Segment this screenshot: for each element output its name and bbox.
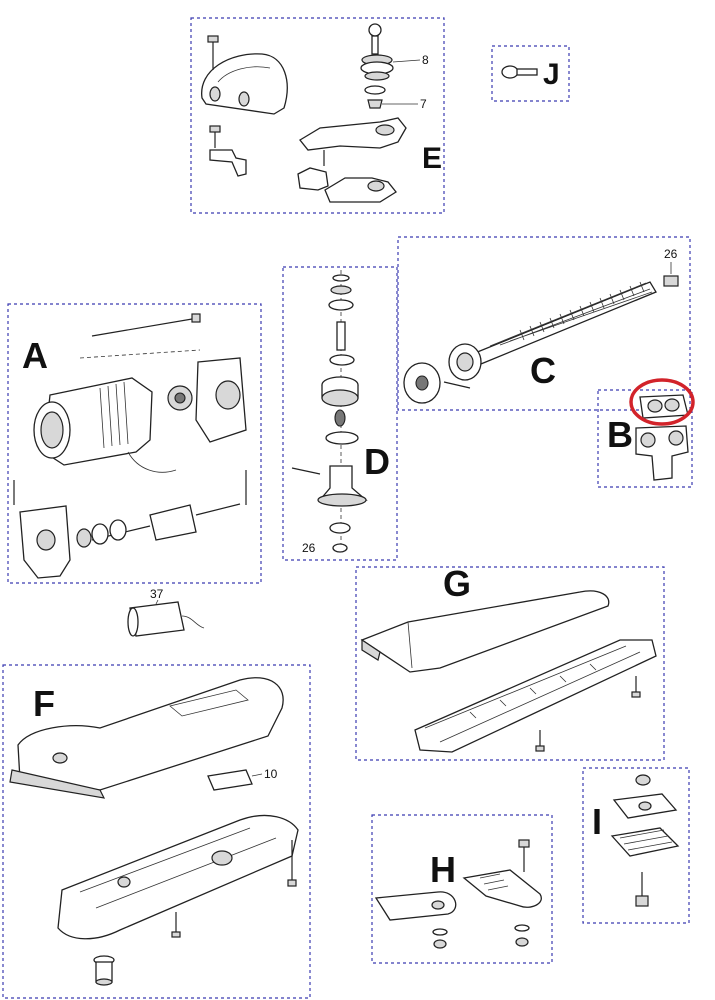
section-g-group: G	[355, 563, 665, 761]
lower-lever	[324, 177, 397, 203]
section-g-border	[355, 566, 665, 761]
part-number-8: 8	[422, 53, 429, 67]
section-label-c: C	[530, 350, 556, 391]
section-a-group: A	[7, 303, 262, 584]
wall-plate	[462, 869, 542, 908]
section-label-h: H	[430, 849, 456, 890]
section-j-group: J	[491, 45, 570, 102]
section-i-group: I	[582, 767, 690, 924]
spare-key-icon	[501, 65, 519, 79]
section-h-border	[371, 814, 553, 964]
motor-rotor	[149, 504, 197, 541]
arm-cover	[360, 590, 610, 673]
section-c-border	[397, 236, 691, 411]
section-b-group: B	[597, 378, 695, 488]
bearing-d-top	[328, 299, 354, 311]
section-e-border	[190, 17, 445, 214]
base-housing	[57, 814, 299, 940]
arm-base-rail	[414, 639, 657, 753]
highlighted-nut-block	[639, 394, 689, 419]
part-number-7: 7	[420, 97, 427, 111]
tie-rod	[91, 317, 199, 337]
capacitor-group: 37	[127, 587, 205, 637]
section-j-border	[491, 45, 570, 102]
section-d-group: 26 D	[282, 266, 398, 561]
part-number-10: 10	[264, 767, 278, 781]
section-label-e: E	[422, 142, 442, 175]
bushing-d	[325, 431, 359, 445]
section-c-group: 26 C	[397, 236, 691, 411]
section-d-border	[282, 266, 398, 561]
bracket-10	[207, 769, 253, 791]
end-nut	[663, 275, 679, 287]
key-icon	[368, 23, 382, 37]
section-f-border	[2, 664, 311, 999]
section-label-d: D	[364, 441, 390, 482]
flat-link	[374, 891, 457, 921]
section-h-group: H	[371, 814, 553, 964]
section-i-border	[582, 767, 690, 924]
section-label-g: G	[443, 563, 471, 604]
section-label-f: F	[33, 683, 55, 724]
section-label-j: J	[543, 58, 560, 91]
highlight-circle	[629, 378, 695, 426]
top-shell	[17, 677, 284, 791]
part-number-26-d: 26	[302, 541, 316, 555]
cover-cap	[201, 53, 288, 115]
small-bracket	[209, 149, 247, 177]
section-label-a: A	[22, 335, 48, 376]
section-label-i: I	[592, 801, 602, 842]
worm-screw-shaft	[469, 281, 657, 367]
section-a-border	[7, 303, 262, 584]
part-number-37: 37	[150, 587, 164, 601]
section-label-b: B	[607, 414, 633, 455]
part-number-26-c: 26	[664, 247, 678, 261]
section-f-group: F 10	[2, 664, 311, 999]
section-e-group: 8 7 E	[190, 17, 445, 214]
clamp-plate-bottom	[610, 827, 680, 857]
